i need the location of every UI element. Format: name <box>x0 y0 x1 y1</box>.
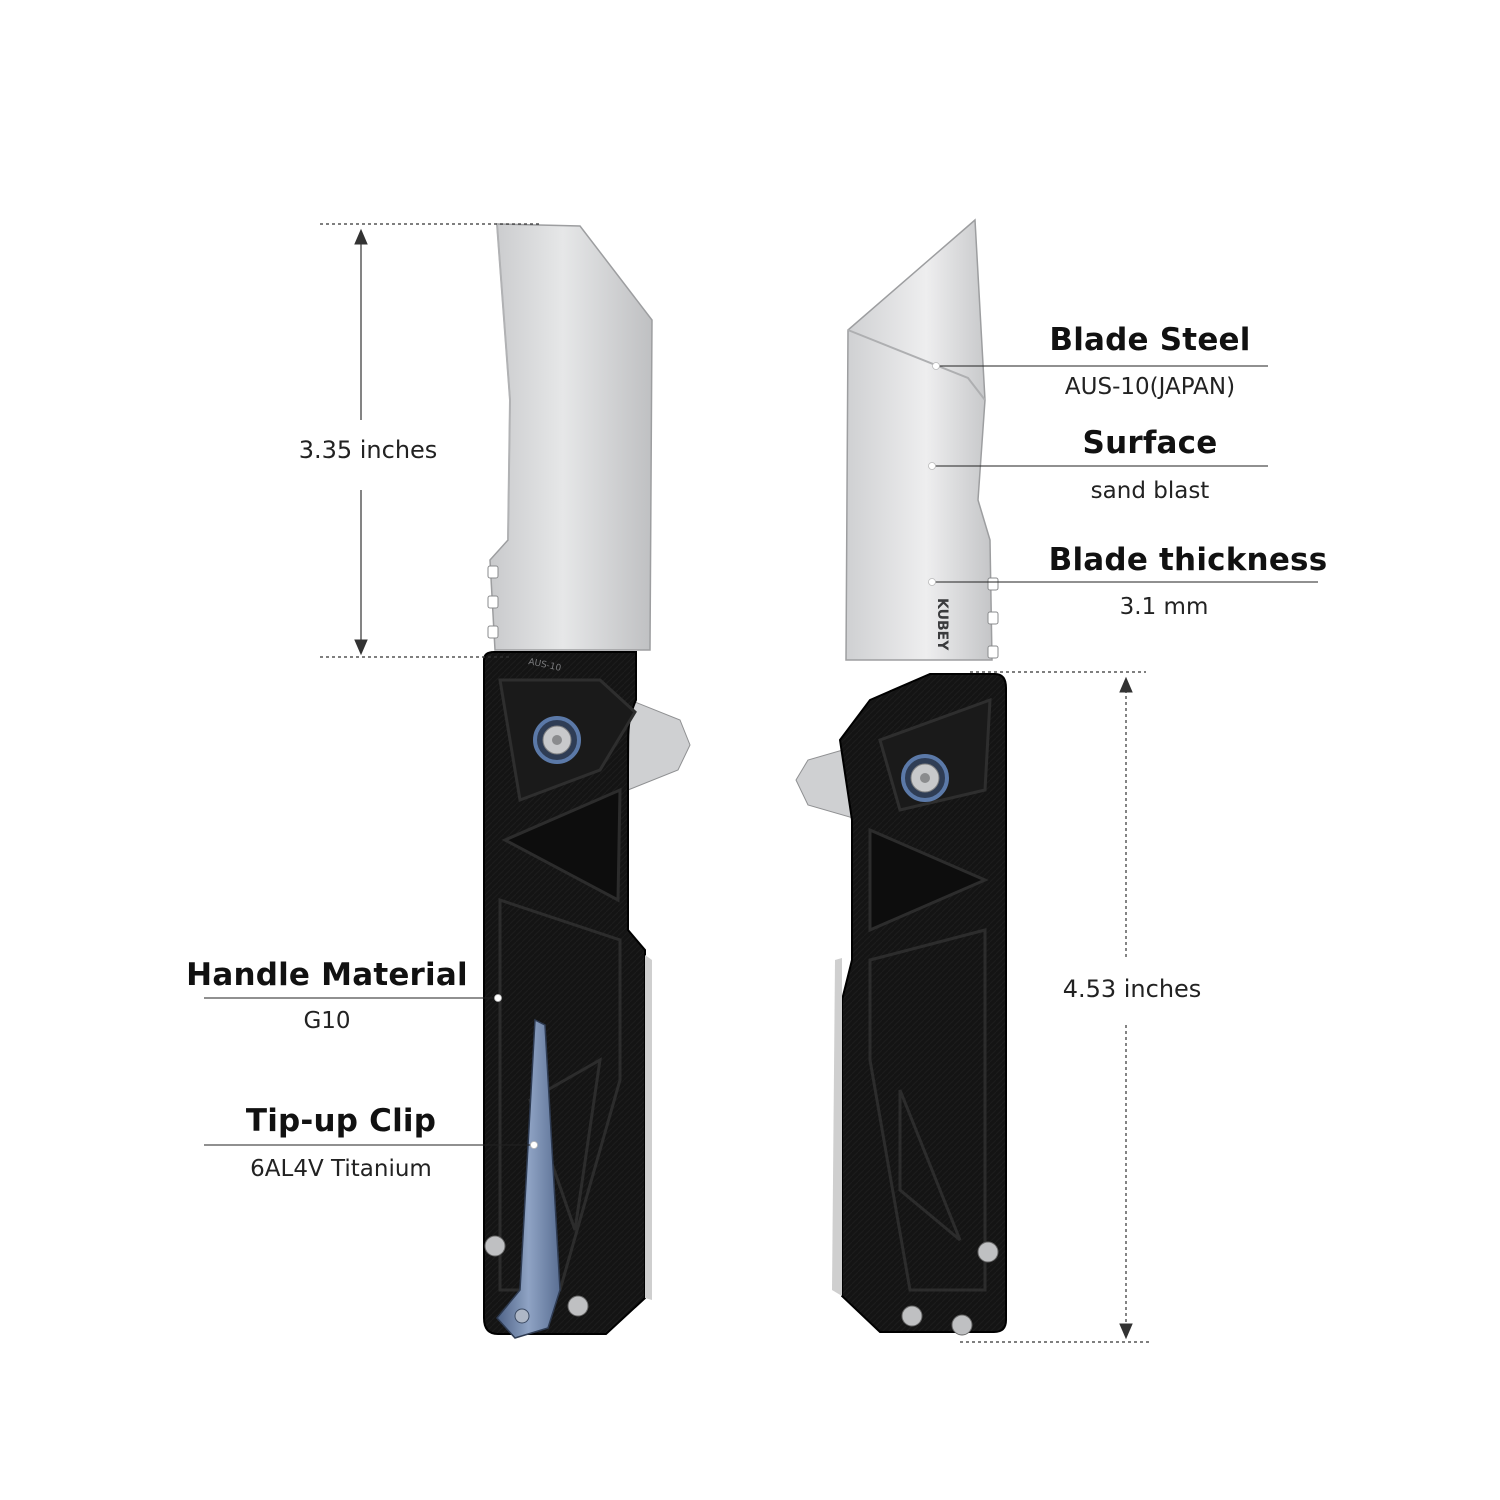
handle-material-title: Handle Material <box>186 957 468 993</box>
handle-dimension <box>960 671 1150 1343</box>
surface-value: sand blast <box>1090 478 1210 504</box>
clip-value: 6AL4V Titanium <box>250 1156 432 1182</box>
handle-length-label: 4.53 inches <box>1062 975 1202 1003</box>
left-clip <box>496 1018 561 1339</box>
blade-steel-title: Blade Steel <box>1049 322 1251 358</box>
blade-thickness-title: Blade thickness <box>1048 542 1328 578</box>
left-knife: AUS-10 <box>483 223 691 1339</box>
blade-steel-value: AUS-10(JAPAN) <box>1064 374 1236 400</box>
blade-thickness-value: 3.1 mm <box>1119 594 1209 620</box>
callout-leaders <box>204 365 1318 1146</box>
surface-title: Surface <box>1082 425 1218 461</box>
right-blade <box>845 218 993 661</box>
callout-dots <box>494 362 940 1149</box>
right-knife: KUBEY <box>795 218 1007 1336</box>
left-blade <box>489 223 653 651</box>
brand-engraving: KUBEY <box>934 598 950 651</box>
handle-material-value: G10 <box>303 1008 351 1034</box>
blade-length-label: 3.35 inches <box>298 436 438 464</box>
clip-title: Tip-up Clip <box>245 1103 437 1139</box>
blade-dimension <box>320 223 540 658</box>
